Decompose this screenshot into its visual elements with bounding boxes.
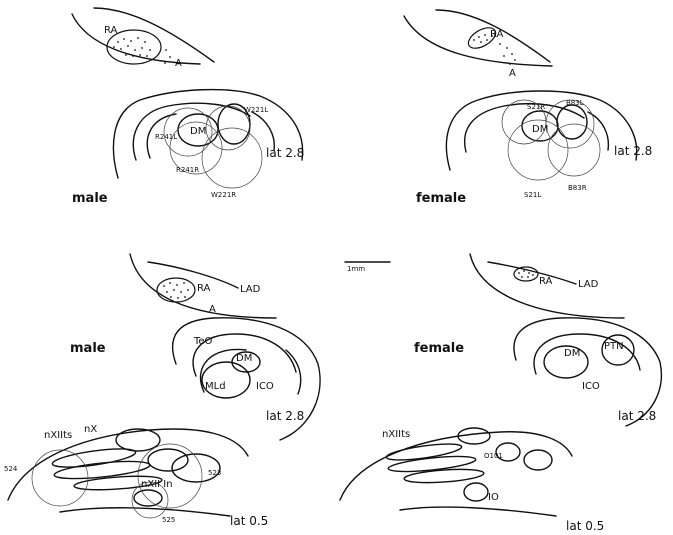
- a-label: A: [509, 68, 516, 79]
- lat-label: lat 2.8: [266, 409, 304, 423]
- panel-bottom-left: nXIIts nX nXII In 524 523 525 lat 0.5: [4, 424, 268, 528]
- io-nucleus: [464, 483, 488, 501]
- ra-label: RA: [490, 29, 504, 40]
- dorsal-outline: [404, 16, 552, 66]
- brainstem-outline: [113, 90, 302, 178]
- w221r-label: W221R: [211, 191, 236, 199]
- lat-label: lat 2.8: [614, 144, 652, 158]
- ra-nucleus: [157, 278, 195, 302]
- sex-label: female: [414, 341, 464, 356]
- ventral-outline: [400, 507, 556, 516]
- r241r-label: R241R: [176, 166, 199, 174]
- lat-label: lat 0.5: [566, 519, 604, 533]
- nxiiin-label: nXII In: [141, 479, 173, 490]
- nucleus-right: [557, 105, 587, 139]
- a-label: A: [209, 304, 216, 315]
- ra-label: RA: [104, 25, 118, 36]
- lad-label: LAD: [240, 284, 261, 295]
- dm-label: DM: [532, 124, 548, 135]
- n523-label: 523: [208, 469, 221, 477]
- panel-top-right: RA A DM S21R B83L S21L B83R lat 2.8 fema…: [404, 10, 652, 206]
- ra-label: RA: [539, 276, 553, 287]
- sex-label: male: [70, 341, 106, 356]
- mld-label: MLd: [205, 381, 226, 392]
- lat-label: lat 2.8: [618, 409, 656, 423]
- dm-label: DM: [236, 353, 252, 364]
- right-tract: [252, 112, 274, 150]
- dm-label: DM: [190, 126, 206, 137]
- dorsal-nucleus: [116, 429, 160, 451]
- sex-label: female: [416, 191, 466, 206]
- right-tract: [588, 112, 608, 150]
- panel-mid-left: RA LAD A TeO DM MLd ICO lat 2.8 male: [70, 254, 320, 440]
- mld-nucleus: [202, 362, 250, 398]
- dm-label: DM: [564, 348, 580, 359]
- s21l-label: S21L: [524, 191, 541, 199]
- ptn-label: PTN: [604, 341, 624, 352]
- nxiits-label: nXIIts: [382, 429, 410, 440]
- ventral-nucleus: [134, 490, 162, 506]
- panel-top-left: RA A DM W221L R241L R241R W221R lat 2.8 …: [72, 8, 304, 206]
- nx-label: nX: [84, 424, 97, 435]
- ra-label: RA: [197, 283, 211, 294]
- nxiits-nucleus: [386, 441, 463, 463]
- nx-nucleus: [148, 449, 188, 471]
- n525-label: 525: [162, 516, 175, 524]
- ico-label: ICO: [582, 381, 600, 392]
- nxiits-label: nXIIts: [44, 430, 72, 441]
- w221l-label: W221L: [244, 106, 268, 114]
- tract-2: [404, 467, 485, 485]
- panel-bottom-right: nXIIts O101 IO lat 0.5: [340, 428, 604, 533]
- r241l-label: R241L: [155, 133, 177, 141]
- ventral-outline: [60, 508, 230, 516]
- lesion-b83r: [548, 124, 600, 176]
- panel-mid-right: RA LAD DM PTN ICO lat 2.8 female: [414, 254, 661, 426]
- io-label: IO: [488, 492, 499, 503]
- ra-stipple: [163, 282, 189, 299]
- lat-label: lat 2.8: [266, 146, 304, 160]
- scale-bar: 1mm: [345, 262, 390, 273]
- a-label: A: [175, 58, 182, 69]
- right-nucleus: [524, 450, 552, 470]
- teo-label: TeO: [193, 336, 213, 347]
- b83l-label: B83L: [566, 99, 584, 107]
- lat-label: lat 0.5: [230, 514, 268, 528]
- scale-bar-label: 1mm: [347, 265, 365, 273]
- b83r-label: B83R: [568, 184, 587, 192]
- ico-label: ICO: [256, 381, 274, 392]
- o101-label: O101: [484, 452, 503, 460]
- sex-label: male: [72, 191, 108, 206]
- nxiiin-nucleus: [172, 454, 220, 482]
- ra-stipple: [113, 37, 171, 64]
- lad-label: LAD: [578, 279, 599, 290]
- inner-outline: [465, 104, 584, 152]
- n524-label: 524: [4, 465, 18, 473]
- s21r-label: S21R: [527, 103, 545, 111]
- lesion-w221r: [202, 128, 262, 188]
